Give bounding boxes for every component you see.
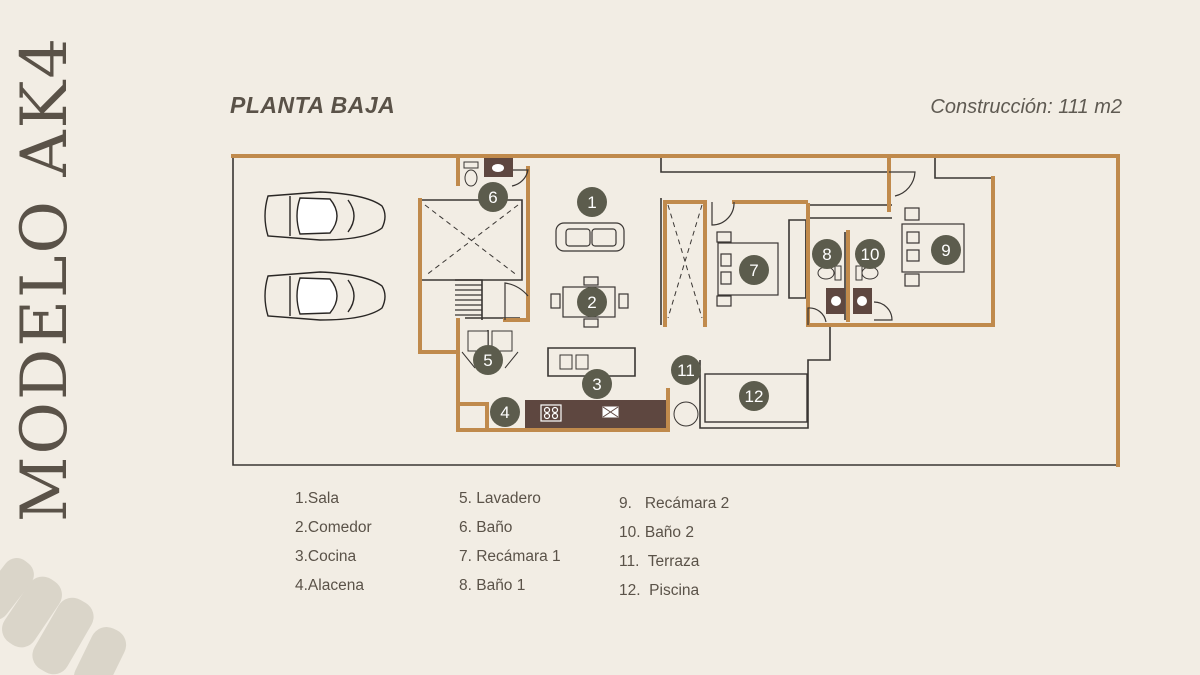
stairs [455,284,482,316]
legend-item: 8. Baño 1 [459,577,526,594]
legend-item: 10. Baño 2 [619,524,694,541]
legend-item: 12. Piscina [619,582,700,599]
terrace-planter [673,401,699,427]
svg-text:5: 5 [483,351,492,370]
svg-text:12: 12 [745,387,764,406]
stove-icon [540,404,562,422]
plan-walls [231,154,1120,467]
legend-item: 2.Comedor [295,519,372,536]
section-title: PLANTA BAJA [230,92,396,118]
legend-item: 1.Sala [295,490,339,507]
room-marker: 11 [671,355,701,385]
legend-item: 6. Baño [459,519,513,536]
room-marker: 5 [473,345,503,375]
svg-text:9: 9 [941,241,950,260]
sofa-icon [555,222,625,252]
sink-icon [492,164,504,172]
svg-text:4: 4 [500,403,509,422]
toilet-icon [463,161,479,187]
legend-column-2: 5. Lavadero 6. Baño 7. Recámara 1 8. Bañ… [459,488,561,604]
legend-column-3: 9. Recámara 2 10. Baño 2 11. Terraza 12.… [619,493,729,609]
room-marker: 8 [812,239,842,269]
legend-item: 3.Cocina [295,548,357,565]
doors [504,169,916,325]
void-marks [424,204,703,319]
svg-text:2: 2 [587,293,596,312]
construction-area: Construcción: 111 m2 [930,96,1122,118]
room-marker: 12 [739,381,769,411]
svg-text:1: 1 [587,193,596,212]
legend-item: 11. Terraza [619,553,700,570]
svg-text:11: 11 [677,361,695,380]
legend-item: 5. Lavadero [459,490,541,507]
car-icon [264,191,386,241]
washer-icon [461,330,519,369]
room-marker: 9 [931,235,961,265]
room-marker: 1 [577,187,607,217]
room-marker: 6 [478,182,508,212]
room-marker: 2 [577,287,607,317]
legend-item: 7. Recámara 1 [459,548,561,565]
toilet-icon [817,265,879,281]
sink-icon [857,296,867,306]
svg-text:6: 6 [488,188,497,207]
legend-column-1: 1.Sala 2.Comedor 3.Cocina 4.Alacena [295,488,372,604]
car-icon [264,271,386,321]
room-marker: 4 [490,397,520,427]
svg-text:7: 7 [749,261,758,280]
legend-item: 9. Recámara 2 [619,495,730,512]
room-marker: 7 [739,255,769,285]
room-marker: 3 [582,369,612,399]
svg-text:10: 10 [861,245,880,264]
sink-icon [831,296,841,306]
svg-text:8: 8 [822,245,831,264]
svg-text:3: 3 [592,375,601,394]
sink-icon [601,405,620,419]
room-marker: 10 [855,239,885,269]
kitchen-island [559,354,589,370]
legend-item: 4.Alacena [295,577,364,594]
